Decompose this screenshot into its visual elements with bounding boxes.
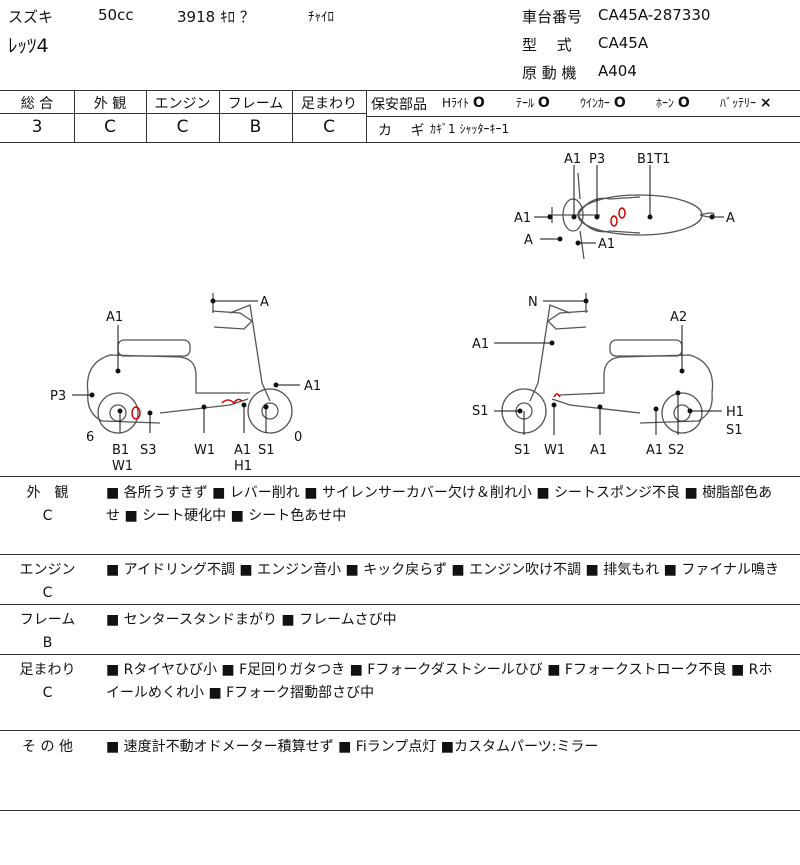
label-left-p3: P3: [50, 389, 66, 404]
label-right-s1-left: S1: [472, 404, 489, 419]
section-suspension-text: ■ Rタイヤひび小 ■ F足回りガタつき ■ Fフォークダストシールひび ■ F…: [106, 662, 773, 701]
grade-suspension: C: [323, 117, 335, 137]
type-label: 型 式: [522, 36, 572, 54]
model-name: ﾚｯﾂ4: [8, 35, 49, 57]
grade-header-appearance: 外 観: [93, 96, 127, 112]
frame-no: CA45A-287330: [598, 6, 711, 24]
label-left-a1-front: A1: [304, 379, 321, 394]
displacement: 50cc: [98, 6, 134, 24]
safety-item-battery: ﾊﾞｯﾃﾘｰ ×: [720, 95, 772, 111]
grade-header-suspension: 足まわり: [301, 96, 357, 112]
label-top-b1t1: B1T1: [637, 152, 670, 167]
label-top-a1: A1: [564, 152, 581, 167]
label-top-a-left: A: [524, 233, 533, 248]
label-right-n: N: [528, 295, 538, 310]
label-right-s1: S1: [726, 423, 743, 438]
safety-item-headlight: Hﾗｲﾄ O: [442, 95, 485, 111]
label-top-a-right: A: [726, 211, 735, 226]
label-left-w1-low: W1: [112, 459, 133, 474]
label-top-p3: P3: [589, 152, 605, 167]
label-left-a1-bottom: A1: [234, 443, 251, 458]
label-right-h1: H1: [726, 405, 744, 420]
label-left-0: 0: [294, 430, 302, 445]
safety-item-horn: ﾎｰﾝ O: [656, 95, 690, 111]
section-engine-text: ■ アイドリング不調 ■ エンジン音小 ■ キック戻らず ■ エンジン吹け不調 …: [106, 562, 780, 578]
grade-header-frame: フレーム: [227, 96, 284, 112]
label-left-b1: B1: [112, 443, 129, 458]
section-appearance-text: ■ 各所うすきず ■ レバー削れ ■ サイレンサーカバー欠け＆削れ小 ■ シート…: [106, 485, 773, 524]
type-value: CA45A: [598, 34, 649, 52]
label-right-w1: W1: [544, 443, 565, 458]
engine-label: 原 動 機: [522, 64, 577, 82]
engine-value: A404: [598, 62, 637, 80]
safety-item-winker: ｳｲﾝｶｰ O: [580, 95, 626, 111]
grade-header-overall: 総 合: [20, 96, 54, 112]
label-right-a1-bottom: A1: [590, 443, 607, 458]
label-right-s1-bottom: S1: [514, 443, 531, 458]
frame-no-label: 車台番号: [522, 8, 583, 26]
label-left-a1-seat: A1: [106, 310, 123, 325]
label-left-a-mirror: A: [260, 295, 269, 310]
mileage: 3918 ｷﾛ ？: [177, 8, 255, 26]
label-right-a1-rear: A1: [646, 443, 663, 458]
label-left-6: 6: [86, 430, 94, 445]
section-frame-text: ■ センタースタンドまがり ■ フレームさび中: [106, 612, 397, 628]
grade-engine: C: [176, 117, 189, 137]
key-value: ｶｷﾞ1 ｼｬｯﾀｰｷｰ1: [430, 122, 510, 136]
key-label: カ ギ: [378, 123, 425, 139]
safety-label: 保安部品: [371, 97, 427, 113]
safety-item-tail: ﾃｰﾙ O: [516, 95, 550, 111]
maker: スズキ: [8, 8, 54, 26]
label-right-s2: S2: [668, 443, 685, 458]
label-right-a2: A2: [670, 310, 687, 325]
scooter-diagram: A1 P3 B1T1 A1 A A A1 A A1 A1 P3 6 B1 W1 …: [50, 152, 744, 474]
section-other-text: ■ 速度計不動オドメーター積算せず ■ Fiランプ点灯 ■カスタムパーツ:ミラー: [106, 739, 599, 755]
label-left-w1: W1: [194, 443, 215, 458]
label-left-h1: H1: [234, 459, 252, 474]
label-top-a1-low: A1: [598, 237, 615, 252]
color: ﾁｬｲﾛ: [308, 10, 334, 25]
label-left-s3: S3: [140, 443, 157, 458]
label-right-a1: A1: [472, 337, 489, 352]
grade-frame: B: [249, 117, 262, 137]
grade-overall: 3: [31, 117, 43, 137]
grade-appearance: C: [104, 117, 116, 137]
label-top-a1-left: A1: [514, 211, 531, 226]
section-other-title: そ の 他: [22, 739, 73, 755]
grade-header-engine: エンジン: [154, 96, 211, 112]
label-left-s1: S1: [258, 443, 275, 458]
